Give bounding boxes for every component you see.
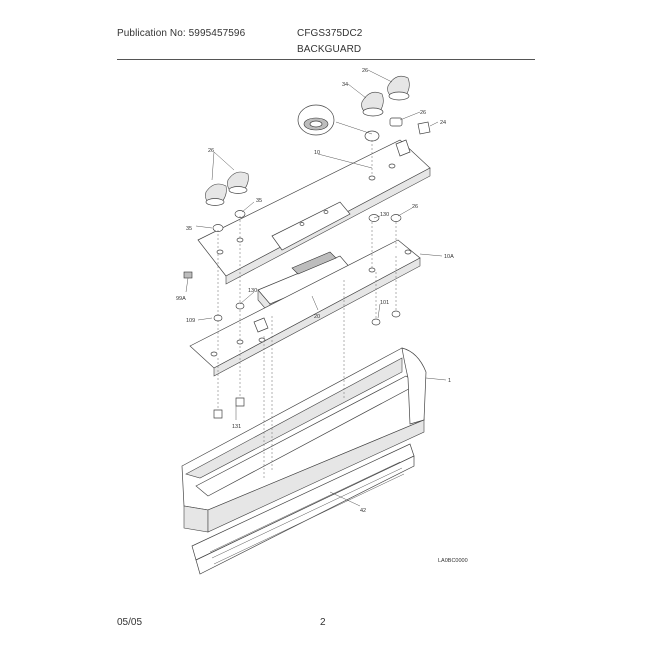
callout-26b: 26 bbox=[420, 110, 426, 116]
callout-130b: 130 bbox=[248, 288, 257, 294]
vent-grille-42 bbox=[191, 443, 415, 575]
callout-26a: 26 bbox=[362, 68, 368, 74]
spring-99a bbox=[183, 271, 193, 279]
model-number: CFGS375DC2 bbox=[297, 28, 363, 39]
leader-lines bbox=[185, 69, 447, 507]
callout-42: 42 bbox=[360, 508, 366, 514]
knob-left-a bbox=[205, 183, 227, 206]
callout-20: 20 bbox=[314, 314, 320, 320]
callout-26d: 26 bbox=[412, 204, 418, 210]
bracket-10a bbox=[189, 239, 421, 377]
callout-34: 34 bbox=[342, 82, 348, 88]
callout-1: 1 bbox=[448, 378, 451, 384]
section-title: BACKGUARD bbox=[297, 44, 362, 55]
washer-101 bbox=[371, 310, 401, 326]
screw-131 bbox=[213, 397, 245, 419]
callout-24: 24 bbox=[440, 120, 446, 126]
clip-24 bbox=[417, 121, 431, 135]
callout-109: 109 bbox=[186, 318, 195, 324]
clock-dial bbox=[297, 104, 335, 136]
washer-left-35 bbox=[212, 210, 246, 232]
callout-130a: 130 bbox=[380, 212, 389, 218]
washer-109 bbox=[213, 302, 245, 322]
publication-number: Publication No: 5995457596 bbox=[117, 28, 246, 39]
callout-35a: 35 bbox=[256, 198, 262, 204]
callout-10a: 10A bbox=[444, 254, 454, 260]
callout-101: 101 bbox=[380, 300, 389, 306]
callout-99a: 99A bbox=[176, 296, 186, 302]
diagram-code: LA0BC0000 bbox=[438, 558, 468, 564]
footer-page-number: 2 bbox=[320, 617, 326, 628]
backguard-1 bbox=[181, 347, 427, 533]
knob-top-middle bbox=[361, 91, 384, 117]
callout-131: 131 bbox=[232, 424, 241, 430]
knob-top-right bbox=[387, 75, 410, 101]
callout-26c: 26 bbox=[208, 148, 214, 154]
bushing-35-top bbox=[389, 117, 403, 127]
footer-date: 05/05 bbox=[117, 617, 143, 628]
knob-left-b bbox=[227, 171, 249, 194]
alignment-lines bbox=[217, 140, 397, 480]
callout-35b: 35 bbox=[186, 226, 192, 232]
header-divider bbox=[117, 59, 535, 60]
callout-10: 10 bbox=[314, 150, 320, 156]
